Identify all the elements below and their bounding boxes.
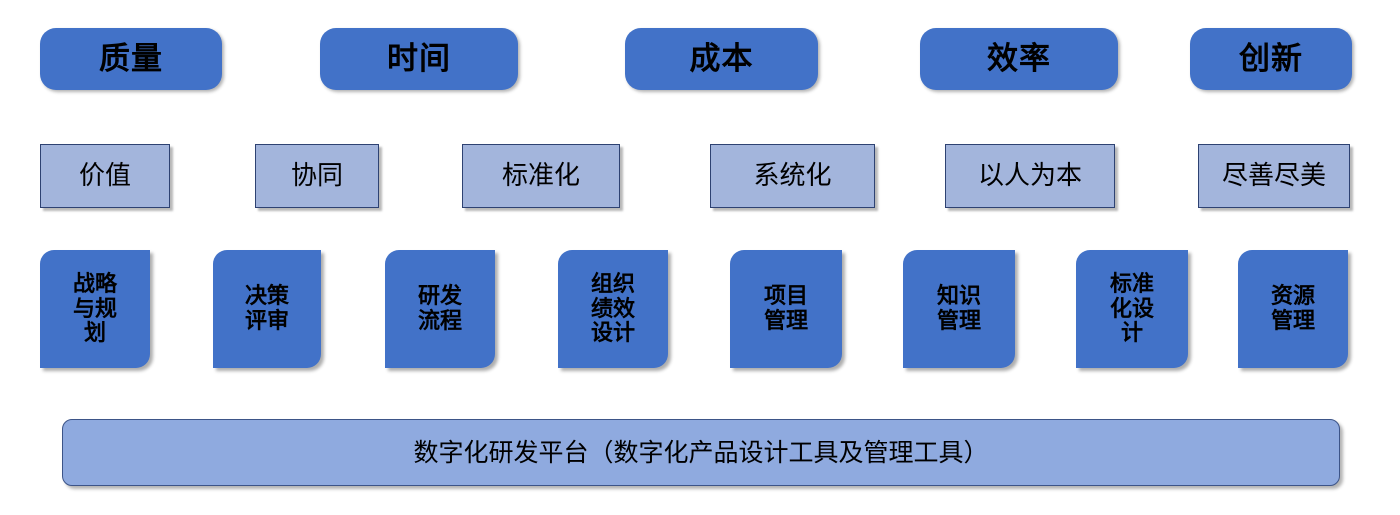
goal-box-1[interactable]: 质量 <box>40 28 222 90</box>
capability-box-2[interactable]: 决策 评审 <box>213 250 321 368</box>
principle-box-4[interactable]: 系统化 <box>710 144 875 208</box>
capability-box-5[interactable]: 项目 管理 <box>730 250 842 368</box>
capability-box-7[interactable]: 标准 化设 计 <box>1076 250 1188 368</box>
platform-bar[interactable]: 数字化研发平台（数字化产品设计工具及管理工具） <box>62 419 1340 486</box>
goal-box-5[interactable]: 创新 <box>1190 28 1352 90</box>
principle-box-1[interactable]: 价值 <box>40 144 170 208</box>
principle-box-3[interactable]: 标准化 <box>462 144 620 208</box>
goal-box-3[interactable]: 成本 <box>625 28 818 90</box>
goal-box-4[interactable]: 效率 <box>920 28 1118 90</box>
capability-box-4[interactable]: 组织 绩效 设计 <box>558 250 668 368</box>
capability-box-1[interactable]: 战略 与规 划 <box>40 250 150 368</box>
principle-box-2[interactable]: 协同 <box>255 144 379 208</box>
capability-box-8[interactable]: 资源 管理 <box>1238 250 1348 368</box>
principle-box-6[interactable]: 尽善尽美 <box>1198 144 1350 208</box>
capability-box-3[interactable]: 研发 流程 <box>385 250 495 368</box>
principle-box-5[interactable]: 以人为本 <box>945 144 1115 208</box>
goal-box-2[interactable]: 时间 <box>320 28 518 90</box>
capability-box-6[interactable]: 知识 管理 <box>903 250 1015 368</box>
